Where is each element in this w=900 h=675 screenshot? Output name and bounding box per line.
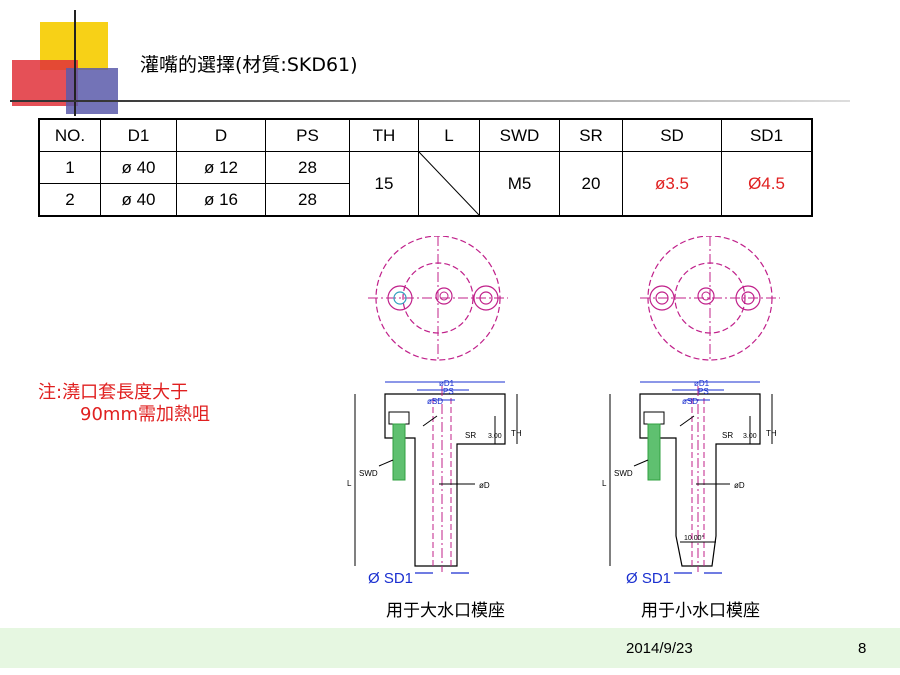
header-sr: SR	[559, 118, 623, 152]
cell-no: 2	[38, 183, 101, 217]
dim-d1-text: øD1	[694, 379, 710, 388]
left-sd1-label: Ø SD1	[368, 570, 414, 587]
dim-3-text: 3.00	[743, 433, 757, 440]
bolt-hole-right-inner	[741, 291, 755, 305]
dim-d1-text: øD1	[439, 379, 455, 388]
note-text: 注:澆口套長度大于 90mm需加熱咀	[38, 382, 210, 426]
bolt-hole-right-inner	[479, 291, 493, 305]
diagonal-slash	[419, 152, 479, 215]
cell-sd1: Ø4.5	[721, 151, 813, 217]
header-l: L	[418, 118, 480, 152]
bolt-hole-right	[735, 285, 761, 311]
left-caption: 用于大水口模座	[386, 601, 505, 621]
slide-footer: 2014/9/23 8	[0, 628, 900, 668]
dim-ps-text: PS	[443, 387, 454, 396]
slide-title: 灌嘴的選擇(材質:SKD61)	[140, 54, 358, 76]
cell-d1: ø 40	[100, 151, 177, 184]
bolt-hole-left-inner	[393, 291, 407, 305]
dim-tip-text: 10.00°	[684, 534, 705, 542]
header-swd: SWD	[479, 118, 560, 152]
dim-sr-leader	[422, 415, 438, 427]
dim-sr-text: SR	[722, 431, 733, 440]
dim-swd-leader	[633, 459, 649, 467]
bolt-hole-right	[473, 285, 499, 311]
dim-3-text: 3.00	[488, 433, 502, 440]
header-d1: D1	[100, 118, 177, 152]
title-underline	[10, 100, 850, 102]
dim-d-text: øD	[734, 481, 745, 490]
dim-sr-leader	[679, 415, 695, 427]
dim-sr-text: SR	[465, 431, 476, 440]
header-sd: SD	[622, 118, 722, 152]
header-th: TH	[349, 118, 419, 152]
dim-th-text: TH	[511, 429, 522, 438]
cell-th: 15	[349, 151, 419, 217]
bolt-hole-left	[387, 285, 413, 311]
body-outline	[639, 393, 761, 567]
header-ps: PS	[265, 118, 350, 152]
dim-l-text: L	[602, 479, 607, 488]
footer-page-number: 8	[858, 640, 867, 657]
cell-ps: 28	[265, 183, 350, 217]
screw-shank	[647, 423, 661, 481]
note-line-1: 注:澆口套長度大于	[38, 382, 189, 403]
right-sd1-label: Ø SD1	[626, 570, 672, 587]
note-line-2: 90mm需加熱咀	[80, 404, 210, 425]
right-top-view-drawing	[640, 236, 780, 361]
dim-th-text: TH	[766, 429, 777, 438]
table-row: 2 ø 40 ø 16 28	[38, 183, 812, 217]
cell-l-empty	[418, 151, 480, 217]
cell-d1: ø 40	[100, 183, 177, 217]
center-hole	[435, 287, 453, 305]
cell-no: 1	[38, 151, 101, 184]
header-no: NO.	[38, 118, 101, 152]
dim-l-text: L	[347, 479, 352, 488]
bolt-hole-left-inner	[655, 291, 669, 305]
cell-d: ø 12	[176, 151, 266, 184]
right-caption: 用于小水口模座	[641, 601, 760, 621]
dim-swd-text: SWD	[359, 469, 378, 478]
center-hole	[697, 287, 715, 305]
header-sd1: SD1	[721, 118, 813, 152]
dim-sd-text: øSD	[682, 397, 698, 406]
table-header-row: NO. D1 D PS TH L SWD SR SD SD1	[38, 118, 813, 152]
decor-vertical-line	[74, 10, 76, 116]
left-top-view-drawing	[368, 236, 508, 361]
dim-sd-text: øSD	[427, 397, 443, 406]
dim-d-text: øD	[479, 481, 490, 490]
screw-head	[388, 411, 410, 425]
center-hole-inner	[439, 291, 449, 301]
cell-sd: ø3.5	[622, 151, 722, 217]
header-d: D	[176, 118, 266, 152]
dim-swd-text: SWD	[614, 469, 633, 478]
dim-swd-leader	[378, 459, 394, 467]
sprue-spec-table: NO. D1 D PS TH L SWD SR SD SD1 1 ø 40 ø …	[38, 118, 813, 217]
cell-sr: 20	[559, 151, 623, 217]
screw-shank	[392, 423, 406, 481]
cell-swd: M5	[479, 151, 560, 217]
footer-date: 2014/9/23	[626, 640, 693, 657]
table-row: 1 ø 40 ø 12 28 15 M5 20 ø3.5 Ø4.5	[38, 151, 813, 217]
bolt-hole-left	[649, 285, 675, 311]
cell-ps: 28	[265, 151, 350, 184]
center-hole-inner	[701, 291, 711, 301]
right-section-drawing: øD1 PS øSD SR TH 3.00 SWD øD 10.00° L	[602, 379, 777, 574]
dim-ps-text: PS	[698, 387, 709, 396]
screw-head	[643, 411, 665, 425]
left-section-drawing: øD1 PS øSD SR TH 3.00 SWD øD L	[347, 379, 522, 574]
cell-d: ø 16	[176, 183, 266, 217]
